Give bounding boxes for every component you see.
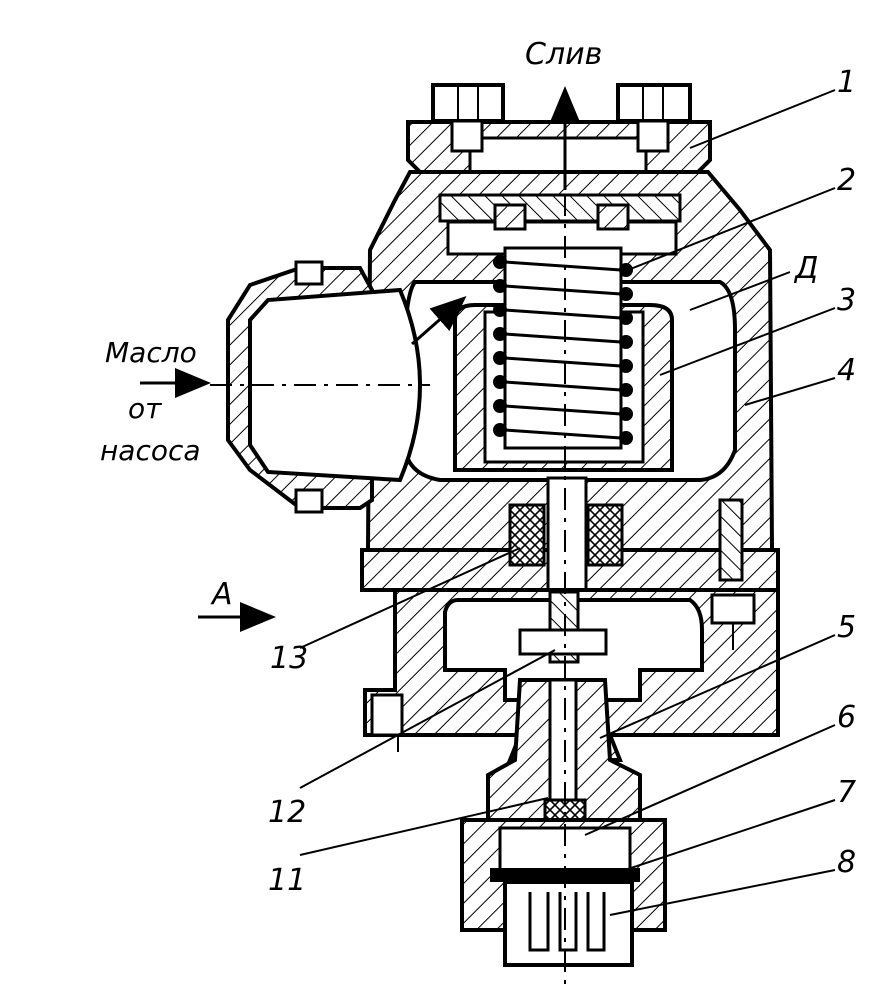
spring-part-2 (493, 246, 633, 450)
cover-inner (468, 136, 648, 174)
spring-seat-plate (438, 193, 682, 223)
seal-left (508, 503, 546, 567)
oil-label-line3: насоса (100, 434, 201, 467)
seal-right (586, 503, 624, 567)
oil-label-line2: от (128, 392, 162, 425)
callout-4: 4 (837, 353, 856, 388)
inlet-bore (248, 287, 422, 483)
callout-1: 1 (837, 65, 856, 100)
bolt-left (431, 83, 505, 153)
callout-7: 7 (837, 775, 856, 810)
leader-lines (299, 89, 836, 916)
flow-arrow (411, 296, 467, 346)
valve-drawing (210, 83, 780, 984)
callout-12: 12 (268, 795, 306, 830)
callout-13: 13 (270, 641, 308, 676)
callout-6: 6 (837, 700, 856, 735)
bolt-right (616, 83, 692, 153)
callout-8: 8 (837, 845, 856, 880)
callout-2: 2 (837, 163, 856, 198)
cap-part-8 (503, 880, 634, 967)
callout-11: 11 (268, 863, 306, 898)
oil-label-line1: Масло (105, 336, 197, 369)
callout-5: 5 (837, 610, 856, 645)
callout-3: 3 (837, 283, 856, 318)
chamber-d-label: Д (793, 251, 818, 286)
drain-label: Слив (525, 37, 602, 72)
view-a-label: A (210, 577, 233, 612)
